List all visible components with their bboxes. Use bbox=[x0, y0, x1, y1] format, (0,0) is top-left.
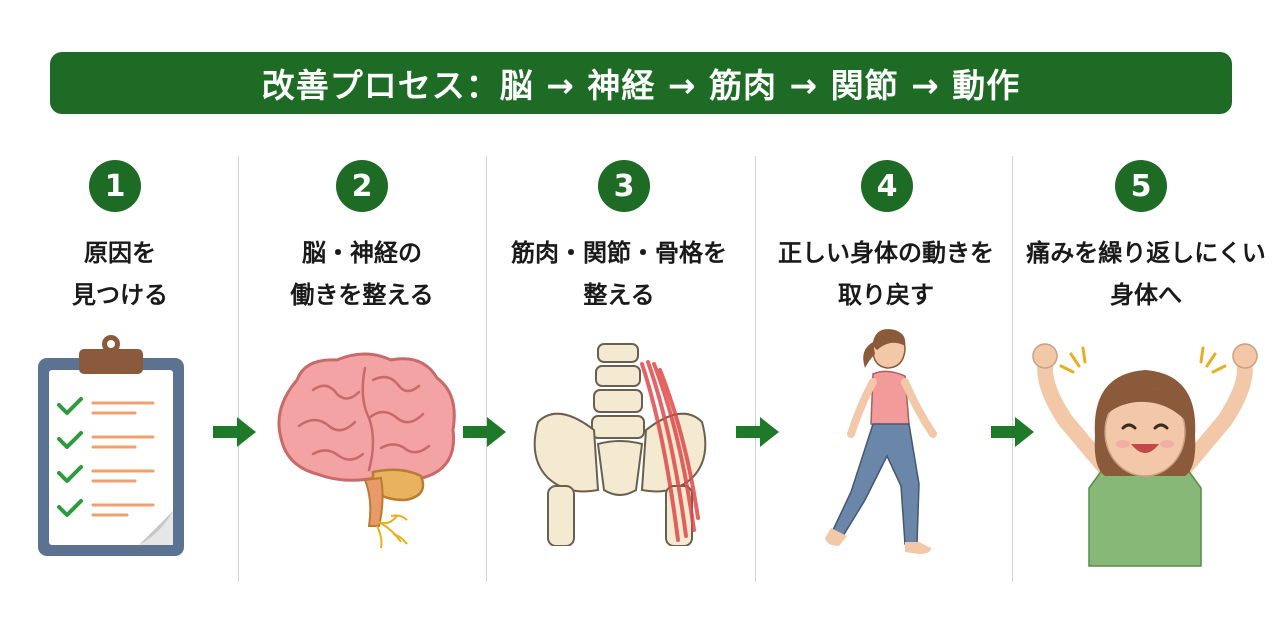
step-number-5: 5 bbox=[1115, 160, 1167, 212]
brain-icon bbox=[277, 352, 456, 549]
step-title-5: 痛みを繰り返しにくい 身体へ bbox=[1026, 239, 1266, 309]
pelvis-spine-icon bbox=[533, 343, 707, 546]
step-4: 4 正しい身体の動きを 取り戻す bbox=[761, 160, 1011, 600]
walking-woman-icon bbox=[825, 329, 937, 554]
step-title-3: 筋肉・関節・骨格を 整える bbox=[511, 239, 727, 309]
step-title-2: 脳・神経の 働きを整える bbox=[290, 239, 434, 309]
step-number-1: 1 bbox=[89, 160, 141, 212]
step-2: 2 脳・神経の 働きを整える bbox=[237, 160, 487, 600]
arrow-right-icon bbox=[736, 417, 779, 447]
arrow-right-icon bbox=[213, 417, 256, 447]
banner-title: 改善プロセス：脳 → 神経 → 筋肉 → 関節 → 動作 bbox=[261, 66, 1021, 105]
step-1: 1 原因を 見つける bbox=[0, 160, 245, 600]
arrow-right-icon bbox=[991, 417, 1034, 447]
clipboard-checklist-icon bbox=[38, 335, 184, 556]
step-5: 5 痛みを繰り返しにくい 身体へ bbox=[1021, 160, 1271, 600]
divider bbox=[755, 156, 756, 582]
arrow-right-icon bbox=[463, 417, 506, 447]
step-title-4: 正しい身体の動きを 取り戻す bbox=[778, 239, 994, 309]
divider bbox=[486, 156, 487, 582]
divider bbox=[238, 156, 239, 582]
step-number-4: 4 bbox=[861, 160, 913, 212]
divider bbox=[1012, 156, 1013, 582]
step-3: 3 筋肉・関節・骨格を 整える bbox=[494, 160, 744, 600]
step-number-2: 2 bbox=[336, 160, 388, 212]
process-banner: 改善プロセス：脳 → 神経 → 筋肉 → 関節 → 動作 bbox=[50, 52, 1232, 114]
step-number-3: 3 bbox=[598, 160, 650, 212]
step-title-1: 原因を 見つける bbox=[72, 239, 168, 309]
happy-woman-icon bbox=[1032, 343, 1258, 567]
